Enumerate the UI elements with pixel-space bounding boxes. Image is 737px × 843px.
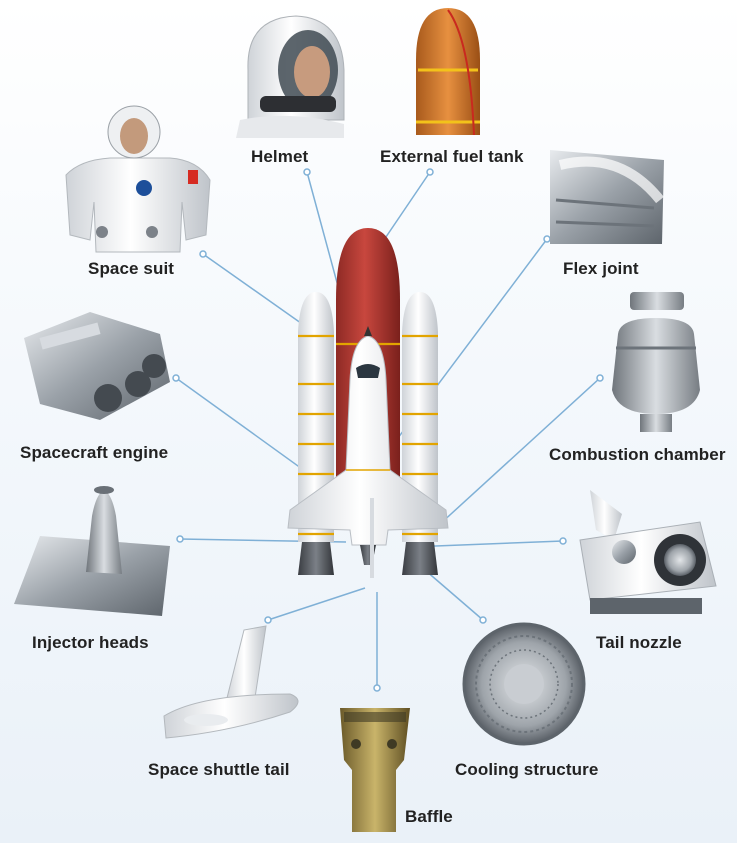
label-injector-heads: Injector heads [32,633,149,652]
space-suit-image [65,105,211,253]
shuttle-tail-image [163,625,299,739]
line-cooling [424,569,484,621]
label-tail-nozzle: Tail nozzle [596,633,682,652]
line-shuttle-tail [267,587,366,621]
connector-dots [172,168,604,692]
label-spacecraft-engine: Spacecraft engine [20,443,169,462]
label-cooling-structure: Cooling structure [455,760,599,779]
label-helmet: Helmet [251,147,309,166]
combustion-chamber-image [612,292,700,432]
label-space-shuttle-tail: Space shuttle tail [148,760,290,779]
spacecraft-engine-image [24,312,170,420]
label-baffle: Baffle [405,807,453,826]
label-combustion-chamber: Combustion chamber [549,445,726,464]
baffle-image [340,708,410,832]
helmet-image [236,15,345,138]
line-tail-nozzle [409,540,564,548]
label-flex-joint: Flex joint [563,259,639,278]
flex-joint-image [550,150,664,244]
line-combustion [427,377,601,536]
tail-nozzle-image [579,490,717,614]
space-shuttle-illustration [287,228,449,578]
label-space-suit: Space suit [88,259,175,278]
cooling-structure-image [462,622,586,746]
label-external-fuel-tank: External fuel tank [380,147,524,166]
fuel-tank-image [416,8,480,136]
injector-heads-image [14,486,170,616]
